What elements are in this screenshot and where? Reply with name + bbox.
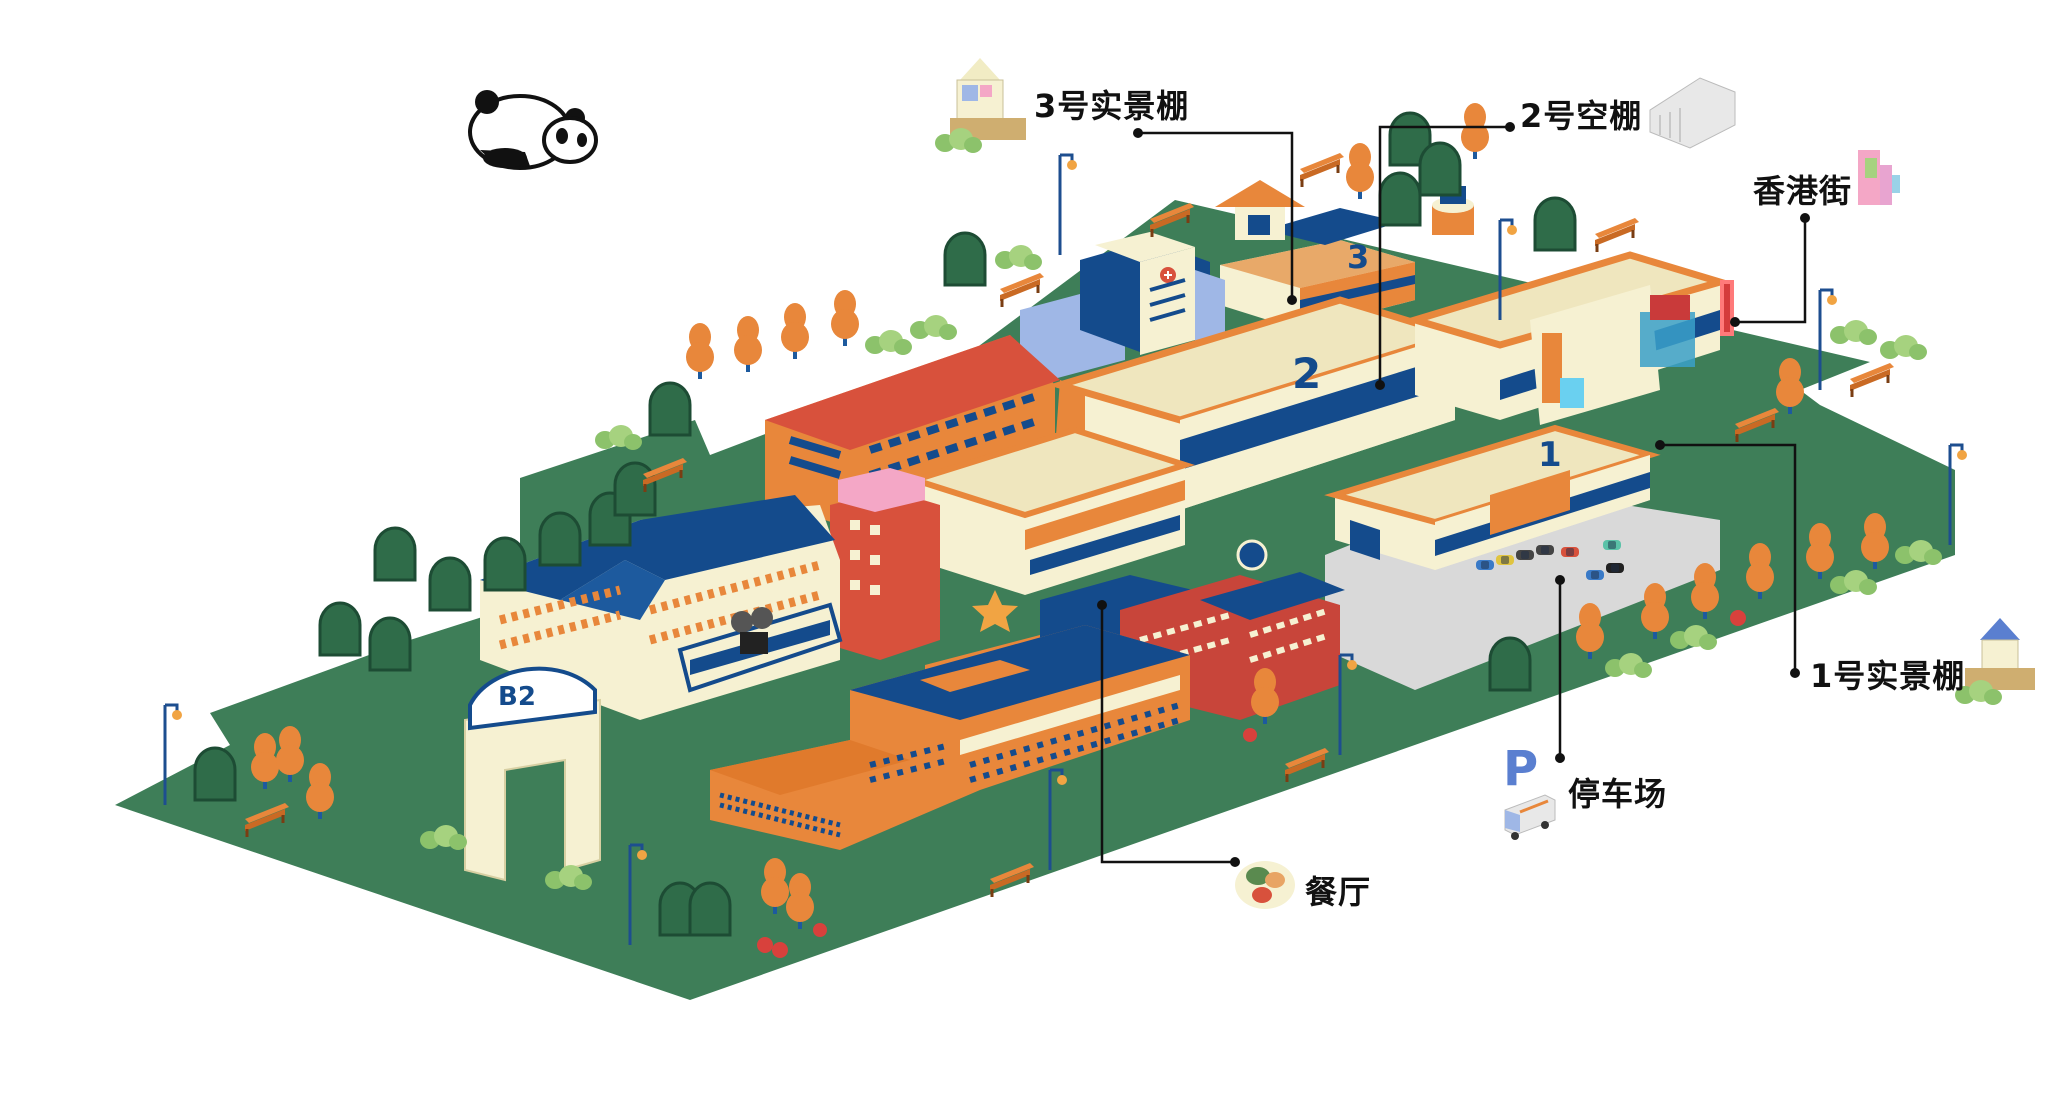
gate-arch (464, 666, 601, 882)
svg-text:P: P (1503, 741, 1538, 797)
label-stage-2[interactable]: 2号空棚 (1520, 97, 1643, 135)
label-studio-1[interactable]: 1号实景棚 (1810, 657, 1966, 695)
building-hongkong-street (1402, 251, 1734, 425)
panda-logo-icon (468, 90, 598, 170)
parking-p-icon: P (1503, 741, 1538, 797)
gate-logo: B2 (498, 682, 536, 712)
hongkong-street-icon (1858, 150, 1900, 205)
label-parking[interactable]: 停车场 (1568, 775, 1668, 813)
building-stage-1 (1324, 424, 1661, 570)
building-front-orange (710, 625, 1190, 850)
label-restaurant[interactable]: 餐厅 (1305, 873, 1372, 911)
callout-dots (1097, 122, 1810, 867)
leader-studio-3 (1138, 131, 1294, 300)
building-number-3: 3 (1347, 238, 1369, 276)
leader-studio-1 (1660, 443, 1797, 673)
pavilion (1215, 180, 1305, 240)
restaurant-food-icon (1235, 861, 1295, 909)
building-hospital (1020, 232, 1225, 380)
label-hongkong-street[interactable]: 香港街 (1753, 172, 1853, 210)
studio-1-icon (1955, 618, 2035, 705)
building-center-cream (905, 426, 1195, 595)
building-number-1: 1 (1538, 435, 1562, 475)
label-studio-3[interactable]: 3号实景棚 (1034, 87, 1190, 125)
leader-restaurant (1100, 605, 1235, 864)
stage-2-container-icon (1649, 77, 1736, 149)
parking-van-icon (1504, 794, 1556, 840)
leader-stage-2 (1378, 125, 1510, 385)
building-number-2: 2 (1292, 349, 1321, 398)
landscape-decor (162, 103, 1969, 958)
leader-hongkong-street (1735, 218, 1807, 324)
studio-3-icon (935, 58, 1026, 153)
building-red-tower (830, 468, 940, 660)
pool (1265, 208, 1400, 245)
callout-leader-lines (1100, 125, 1807, 864)
movie-camera-icon (731, 607, 773, 654)
